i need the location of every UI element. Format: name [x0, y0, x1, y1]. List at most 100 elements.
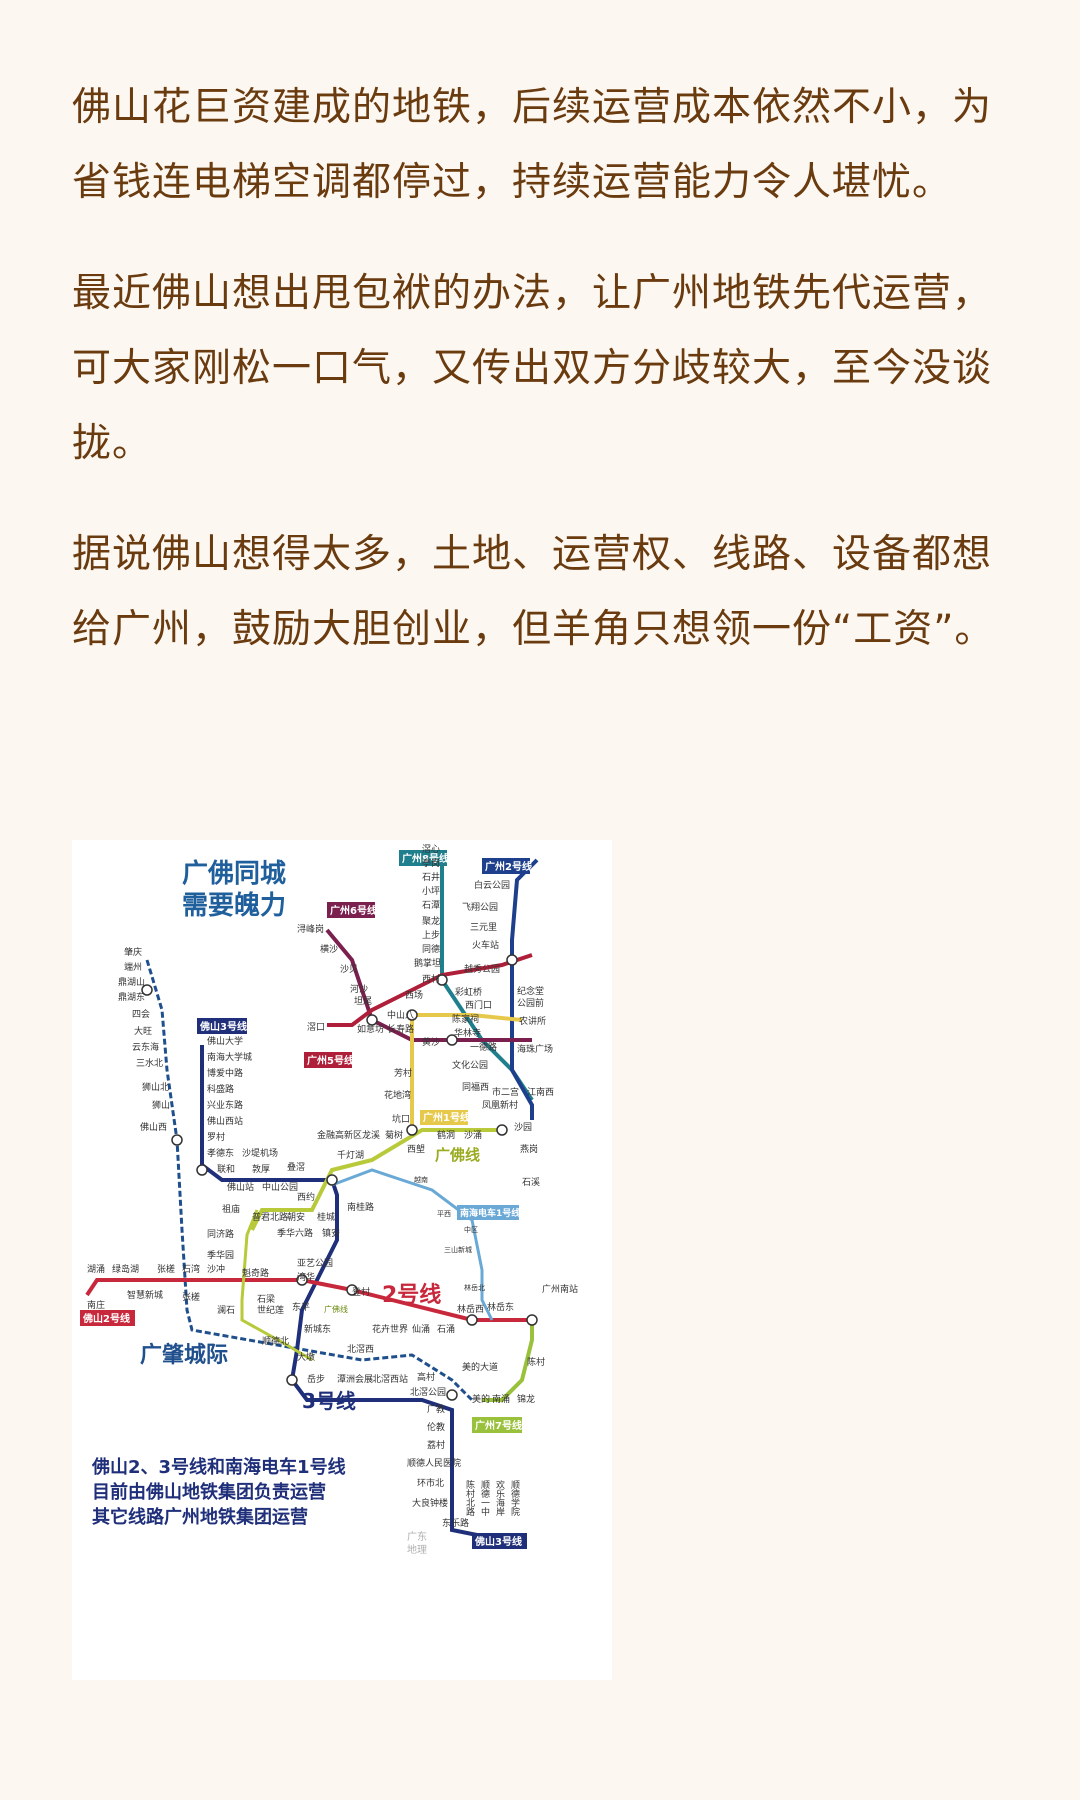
svg-text:大良钟楼: 大良钟楼	[412, 1497, 448, 1509]
svg-text:云东海: 云东海	[132, 1041, 159, 1053]
svg-text:林岳东: 林岳东	[487, 1301, 514, 1313]
label-fs2: 2号线	[382, 1282, 441, 1308]
line-foshan-2	[85, 1278, 532, 1322]
svg-text:飞翔公园: 飞翔公园	[462, 901, 498, 913]
svg-text:张槎: 张槎	[182, 1291, 200, 1303]
svg-text:伦教: 伦教	[427, 1421, 445, 1433]
svg-text:仙涌: 仙涌	[412, 1323, 430, 1335]
svg-text:登村: 登村	[352, 1286, 370, 1298]
badge-fs2-bg	[80, 1310, 135, 1326]
svg-text:林岳西: 林岳西	[457, 1303, 484, 1315]
svg-text:文化公园: 文化公园	[452, 1059, 488, 1071]
svg-text:三元里: 三元里	[470, 922, 497, 933]
svg-text:鼎湖山: 鼎湖山	[118, 977, 145, 988]
svg-text:彩虹桥: 彩虹桥	[455, 986, 482, 998]
footer-line-1: 佛山2、3号线和南海电车1号线	[91, 1456, 346, 1478]
badge-gz2: 广州2号线	[485, 860, 532, 873]
svg-text:鹅掌坦: 鹅掌坦	[414, 957, 441, 969]
svg-text:顺德人民医院: 顺德人民医院	[407, 1457, 461, 1469]
svg-text:联和: 联和	[217, 1164, 235, 1175]
svg-text:鼎湖东: 鼎湖东	[118, 991, 145, 1003]
paragraph-3: 据说佛山想得太多，土地、运营权、线路、设备都想给广州，鼓励大胆创业，但羊角只想领…	[72, 532, 995, 652]
svg-text:北滘公园: 北滘公园	[410, 1387, 446, 1398]
svg-text:燕岗: 燕岗	[520, 1143, 538, 1155]
line-guangfo-branch	[240, 1209, 313, 1362]
svg-text:滘口: 滘口	[307, 1022, 325, 1033]
badge-gz1-bg	[420, 1110, 468, 1125]
svg-text:荔村: 荔村	[427, 1439, 445, 1451]
svg-text:西村: 西村	[422, 973, 440, 985]
svg-text:陈家祠: 陈家祠	[452, 1013, 479, 1025]
svg-text:三水北: 三水北	[136, 1057, 163, 1069]
svg-text:亭岗: 亭岗	[422, 857, 440, 869]
svg-text:佛山站: 佛山站	[227, 1181, 254, 1193]
svg-text:西塱: 西塱	[407, 1143, 425, 1155]
footer-line-2: 目前由佛山地铁集团负责运营	[92, 1481, 326, 1503]
svg-text:澜石: 澜石	[217, 1305, 235, 1316]
svg-text:沙堤机场: 沙堤机场	[242, 1147, 278, 1159]
line-guangfo	[250, 1128, 502, 1231]
paragraph-2: 最近佛山想出甩包袱的办法，让广州地铁先代运营，可大家刚松一口气，又传出双方分歧较…	[72, 271, 993, 466]
footer-line-3: 其它线路广州地铁集团运营	[92, 1506, 308, 1528]
badge-tram-bg	[457, 1205, 519, 1220]
svg-text:越秀公园: 越秀公园	[464, 963, 500, 975]
svg-text:智慧新城: 智慧新城	[127, 1289, 163, 1301]
line-foshan-3	[200, 1045, 503, 1542]
badge-fs3-top: 佛山3号线	[199, 1020, 247, 1033]
svg-text:火车站: 火车站	[472, 939, 499, 951]
badge-gz8: 广州8号线	[402, 852, 449, 865]
svg-text:南海大学城: 南海大学城	[207, 1051, 252, 1063]
interchange-markers	[141, 954, 538, 1401]
svg-text:沙贝: 沙贝	[340, 964, 358, 975]
label-guangfo: 广佛线	[435, 1146, 480, 1164]
svg-text:横沙: 横沙	[320, 943, 338, 955]
svg-text:张槎: 张槎	[157, 1263, 175, 1275]
svg-text:林岳北: 林岳北	[464, 1283, 485, 1292]
svg-text:沙冲: 沙冲	[207, 1263, 225, 1275]
svg-text:石梁: 石梁	[257, 1293, 275, 1305]
metro-map-image[interactable]: 广佛同城 需要魄力 广州8号线 广州2号线 广州6号线 佛山3号线 广州5号线 …	[72, 840, 612, 1680]
map-footer: 佛山2、3号线和南海电车1号线 目前由佛山地铁集团负责运营 其它线路广州地铁集团…	[91, 1456, 346, 1528]
svg-text:四会: 四会	[132, 1008, 150, 1020]
svg-text:东平: 东平	[292, 1301, 310, 1313]
badge-gz8-bg	[399, 850, 447, 866]
svg-text:美的: 美的	[472, 1393, 490, 1405]
svg-text:顺德一中: 顺德一中	[479, 1480, 490, 1517]
svg-text:西门口: 西门口	[465, 999, 492, 1011]
svg-text:端州: 端州	[124, 961, 142, 973]
svg-text:朝安: 朝安	[287, 1211, 305, 1223]
svg-text:一德路: 一德路	[470, 1041, 497, 1053]
line-gz-7	[482, 1320, 534, 1402]
svg-text:越南: 越南	[414, 1175, 428, 1184]
svg-text:西场: 西场	[405, 990, 423, 1001]
svg-text:南庄: 南庄	[87, 1299, 105, 1311]
svg-text:平西: 平西	[437, 1210, 451, 1218]
svg-text:长寿路: 长寿路	[387, 1023, 414, 1035]
svg-text:欢乐海岸: 欢乐海岸	[494, 1479, 505, 1517]
badge-gz5: 广州5号线	[307, 1054, 354, 1067]
watermark-line-1: 广东	[407, 1530, 427, 1543]
svg-text:顺德学院: 顺德学院	[509, 1480, 520, 1517]
label-fs3: 3号线	[302, 1389, 356, 1413]
svg-text:坑口: 坑口	[392, 1113, 410, 1125]
svg-text:绿岛湖: 绿岛湖	[112, 1263, 139, 1275]
svg-text:芳村: 芳村	[394, 1067, 412, 1079]
svg-text:石溪: 石溪	[522, 1176, 540, 1188]
svg-text:菊树: 菊树	[385, 1129, 403, 1141]
svg-text:沙园: 沙园	[514, 1122, 532, 1133]
svg-text:龙溪: 龙溪	[362, 1129, 380, 1141]
svg-text:季华六路: 季华六路	[277, 1227, 313, 1239]
svg-text:如意坊: 如意坊	[357, 1023, 384, 1035]
svg-text:高村: 高村	[417, 1371, 435, 1383]
svg-text:湖涌: 湖涌	[87, 1264, 105, 1275]
label-gf-small: 广佛线	[324, 1304, 348, 1314]
svg-text:顺德北: 顺德北	[262, 1335, 289, 1347]
svg-text:美的大道: 美的大道	[462, 1361, 498, 1373]
svg-text:狮山北: 狮山北	[142, 1082, 169, 1093]
svg-text:潭洲会展: 潭洲会展	[337, 1373, 373, 1385]
line-guangzhao	[145, 959, 474, 1402]
svg-text:公园前: 公园前	[517, 997, 544, 1009]
svg-text:孝德东: 孝德东	[207, 1147, 234, 1159]
svg-text:北滘西站: 北滘西站	[372, 1373, 408, 1385]
badge-gz6-bg	[327, 902, 375, 918]
